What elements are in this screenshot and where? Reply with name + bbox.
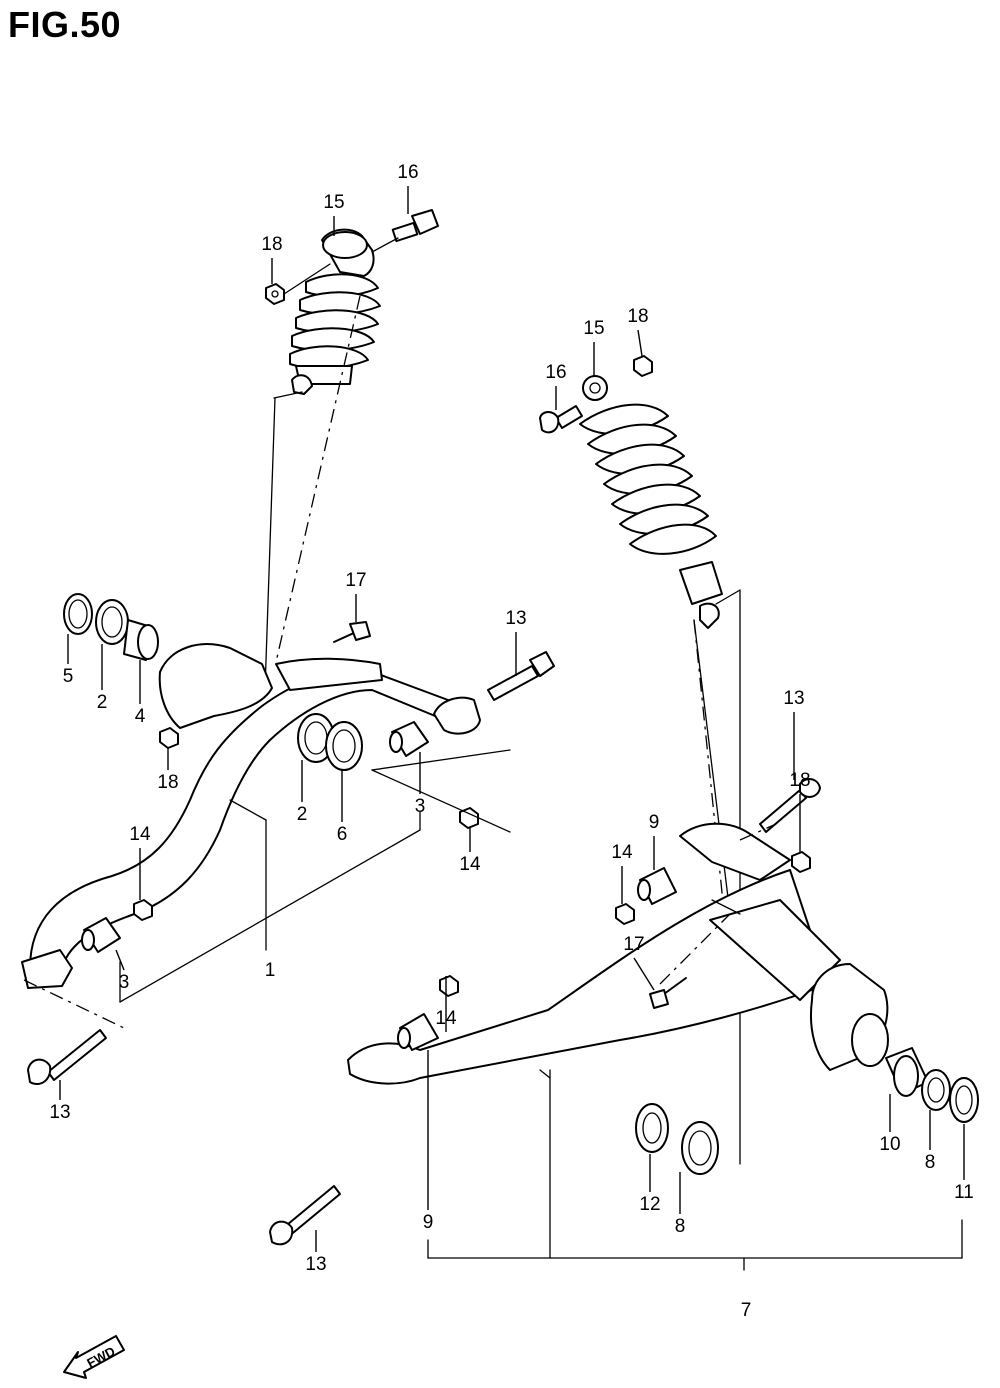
nut-18-right-top[interactable] [633,355,653,377]
callout-14: 14 [611,842,633,863]
callout-10: 10 [879,1134,900,1155]
bolt-17-right[interactable] [649,977,687,1009]
nut-14-right-lower[interactable] [439,975,459,997]
nut-14-right-upper[interactable] [615,903,635,925]
bolt-17-left[interactable] [333,621,371,643]
nut-14-arm[interactable] [133,899,153,921]
bolt-13-left-lower[interactable] [27,1029,107,1085]
bearing-6[interactable] [325,721,363,771]
bushing-3-lower[interactable] [81,917,121,953]
bolt-13-right-upper[interactable] [759,778,821,833]
nut-18-left[interactable] [265,283,285,305]
figure-title: FIG.50 [8,4,122,45]
callout-14: 14 [129,824,151,845]
bushing-9-upper[interactable] [637,867,677,905]
callout-2: 2 [297,804,308,825]
callout-9: 9 [423,1212,434,1233]
bolt-13-right-lower[interactable] [269,1185,341,1246]
callout-14: 14 [459,854,481,875]
callout-13: 13 [305,1254,326,1275]
bolt-16-right[interactable] [539,405,583,434]
suspension-arm-right[interactable] [347,822,889,1085]
callout-3: 3 [119,972,130,993]
bearing-8-lower[interactable] [681,1121,719,1175]
callout-8: 8 [675,1216,686,1237]
callout-4: 4 [135,706,146,727]
callout-15: 15 [583,318,604,339]
callout-2: 2 [97,692,108,713]
bushing-3-upper[interactable] [389,721,429,757]
bushing-9-lower[interactable] [397,1013,439,1051]
callout-16: 16 [397,162,418,183]
bearing-8-right[interactable] [921,1069,951,1111]
fwd-label: FWD [84,1343,117,1370]
spacer-4[interactable] [123,619,159,661]
bearing-10[interactable] [885,1047,929,1097]
callout-18: 18 [261,234,282,255]
fwd-arrow-icon: FWD [63,1335,125,1379]
shock-absorber-left[interactable] [289,228,381,395]
callout-11: 11 [954,1182,974,1203]
callout-17: 17 [345,570,366,591]
nut-18-arm[interactable] [159,727,179,749]
nut-18-right-arm[interactable] [791,851,811,873]
callout-8: 8 [925,1152,936,1173]
bolt-16-left[interactable] [391,209,439,243]
callout-18: 18 [157,772,178,793]
bolt-13-left-upper[interactable] [487,651,555,701]
callout-13: 13 [49,1102,70,1123]
suspension-arm-left[interactable] [21,643,481,989]
nut-14-left[interactable] [459,807,479,829]
callout-7: 7 [741,1300,752,1321]
callout-9: 9 [649,812,660,833]
callout-6: 6 [337,824,348,845]
callout-18: 18 [789,770,810,791]
seal-12[interactable] [635,1103,669,1153]
callout-17: 17 [623,934,644,955]
seal-11[interactable] [949,1077,979,1123]
callout-15: 15 [323,192,344,213]
callout-16: 16 [545,362,566,383]
callout-13: 13 [505,608,526,629]
callout-12: 12 [639,1194,660,1215]
callout-13: 13 [783,688,804,709]
callout-1: 1 [265,960,276,981]
callout-labels: 16 15 18 15 18 16 17 13 5 2 4 18 2 6 3 1… [49,162,973,1321]
callout-18: 18 [627,306,648,327]
shock-absorber-right[interactable] [579,375,723,629]
seal-5[interactable] [63,593,93,635]
callout-5: 5 [63,666,74,687]
callout-3: 3 [415,796,426,817]
bearing-2-upper[interactable] [95,599,129,645]
